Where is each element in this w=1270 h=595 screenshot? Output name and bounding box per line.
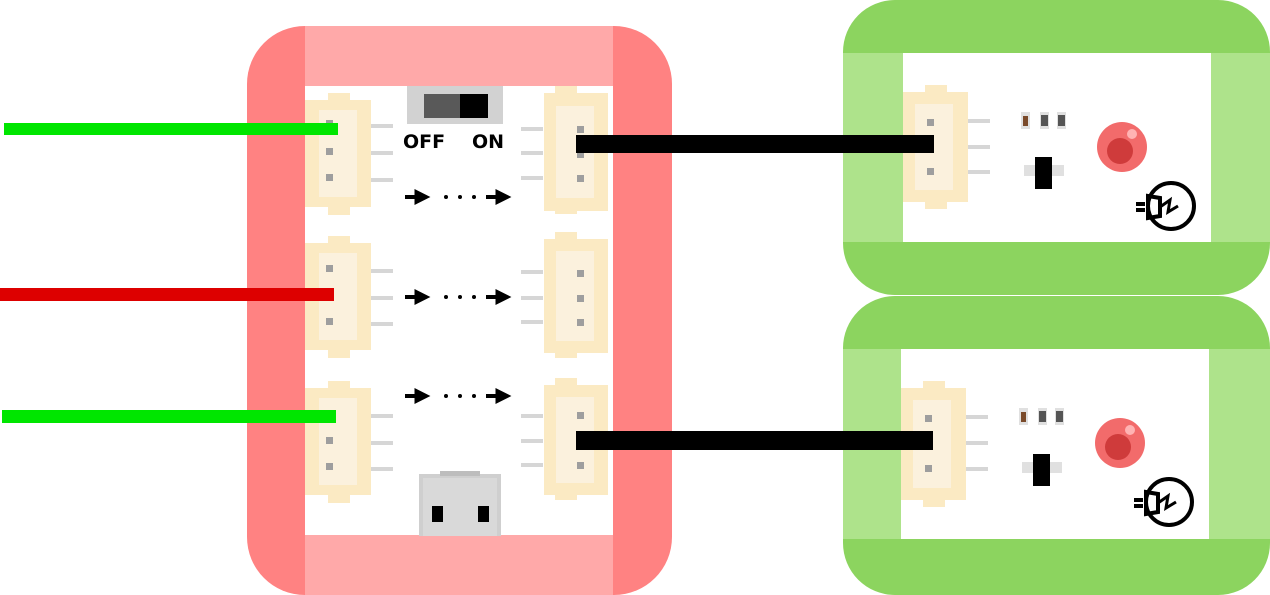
light-bulb-icon [1134,477,1194,527]
power-switch[interactable]: OFF ON [403,86,504,153]
led-module-connector[interactable] [903,85,990,209]
switch-on-label: ON [472,131,504,153]
power-board-bottom-band [305,535,613,595]
light-bulb-icon [1136,181,1196,231]
output-port-2[interactable] [521,232,608,358]
power-board-top-band [305,26,613,86]
led-module-side-right [1211,53,1270,242]
switch-off-label: OFF [403,131,445,153]
transistor [1024,157,1064,189]
flow-arrow-1 [405,189,512,205]
input-wire-green-1 [4,123,338,135]
input-wire-green-2 [2,410,336,423]
micro-usb-port[interactable] [419,471,501,536]
input-wire-red [0,288,334,301]
led-module-side-right [1209,349,1270,539]
resistor [1019,408,1064,425]
output-wire-black-2 [576,431,933,450]
output-wire-black-1 [576,135,934,153]
transistor [1022,454,1062,486]
led-module-1 [843,0,1270,295]
flow-arrow-3 [405,388,512,404]
red-led [1095,418,1145,468]
switch-knob[interactable] [460,94,488,118]
power-board: OFF ON [247,26,672,595]
flow-arrow-2 [405,289,512,305]
resistor [1021,112,1066,129]
red-led [1097,122,1147,172]
